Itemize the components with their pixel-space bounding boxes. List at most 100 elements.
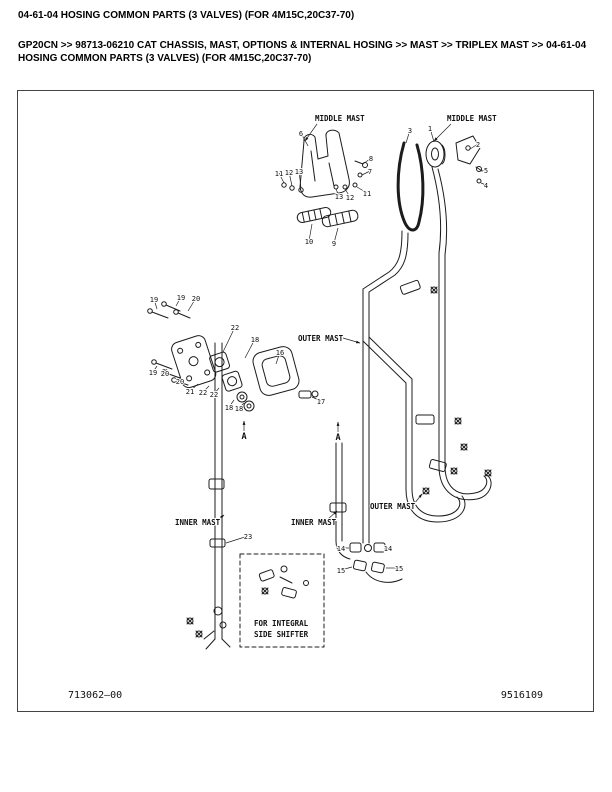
fastener-glyph	[422, 286, 492, 495]
middle-mast-bracket-art	[281, 129, 368, 198]
catalog-page-number: 9516109	[500, 690, 543, 701]
callout-number: 2	[476, 141, 480, 149]
callout-leader	[187, 297, 197, 312]
callout-leader	[335, 188, 340, 197]
callout-leader	[152, 365, 158, 373]
hose-runs-art	[362, 166, 492, 544]
callout-number: 16	[276, 349, 284, 357]
callout-leader	[300, 132, 309, 147]
callout-leader	[225, 535, 249, 544]
callout-leader	[222, 326, 236, 353]
callout-number: 14	[384, 545, 392, 553]
mast-label: FOR INTEGRAL	[254, 619, 309, 628]
mast-label: INNER MAST	[175, 518, 221, 527]
callout-number: 20	[176, 378, 184, 386]
callout-number: 10	[305, 238, 313, 246]
hose-sleeves-art	[296, 207, 359, 228]
callout-number: 4	[484, 182, 488, 190]
callout-number: 22	[199, 389, 207, 397]
callout-number: 9	[332, 240, 336, 248]
diagram-text: MIDDLE MAST MIDDLE MAST OUTER MAST OUTER MA…	[148, 113, 498, 640]
callout-number: 1	[428, 125, 432, 133]
diagram-artwork	[147, 129, 492, 650]
callout-leader	[244, 338, 256, 359]
mast-label: INNER MAST	[291, 518, 337, 527]
callout-number: 18	[225, 404, 233, 412]
callout-leader	[308, 223, 313, 242]
callout-leader	[202, 385, 210, 393]
view-marker: A	[241, 432, 246, 442]
callout-number: 23	[244, 533, 252, 541]
callout-number: 12	[285, 169, 293, 177]
callout-number: 22	[210, 391, 218, 399]
callout-number: 8	[369, 155, 373, 163]
callout-number: 19	[150, 296, 158, 304]
label-arrow	[433, 123, 452, 142]
callout-leader	[275, 351, 281, 365]
label-arrow	[342, 337, 361, 344]
callout-leader	[356, 186, 368, 194]
callout-number: 19	[177, 294, 185, 302]
callout-number: 15	[337, 567, 345, 575]
callout-number: 15	[395, 565, 403, 573]
callout-number: 20	[192, 295, 200, 303]
callout-leader	[333, 227, 339, 244]
callout-number: 13	[335, 193, 343, 201]
callout-leader	[238, 402, 245, 409]
inner-mast-right-art	[329, 442, 403, 583]
callout-number: 12	[346, 194, 354, 202]
callout-number: 5	[484, 167, 488, 175]
callout-leader	[469, 143, 479, 150]
callout-number: 20	[161, 370, 169, 378]
mast-label: MIDDLE MAST	[315, 114, 365, 123]
callout-number: 17	[317, 398, 325, 406]
callout-number: 3	[408, 127, 412, 135]
label-arrow	[327, 510, 338, 520]
callout-leader	[189, 383, 199, 392]
page-title: 04-61-04 HOSING COMMON PARTS (3 VALVES) …	[18, 10, 355, 21]
callout-number: 11	[363, 190, 371, 198]
mast-label: SIDE SHIFTER	[254, 630, 309, 639]
callout-number: 6	[299, 130, 303, 138]
label-arrow	[217, 514, 225, 521]
callout-leader	[344, 188, 351, 198]
callout-leader	[213, 387, 220, 395]
callout-number: 19	[149, 369, 157, 377]
callout-leader	[480, 182, 487, 186]
callout-number: 7	[368, 168, 372, 176]
mount-plate-art	[147, 301, 319, 412]
label-arrow	[304, 123, 318, 142]
callout-number: 18	[251, 336, 259, 344]
label-arrow	[413, 493, 423, 505]
callout-leader	[481, 169, 487, 172]
callout-leader	[311, 396, 322, 402]
callout-leader	[175, 296, 182, 307]
callout-number: 21	[186, 388, 194, 396]
callout-number: 18	[235, 405, 243, 413]
callout-leader	[228, 399, 235, 408]
callout-number: 11	[275, 170, 283, 178]
callout-leader	[340, 566, 353, 571]
mast-label: MIDDLE MAST	[447, 114, 497, 123]
callout-leader	[362, 157, 372, 165]
callout-number: 22	[231, 324, 239, 332]
callout-leader	[361, 170, 371, 176]
callout-number: 14	[337, 545, 345, 553]
breadcrumb: GP20CN >> 98713-06210 CAT CHASSIS, MAST,…	[18, 40, 587, 64]
diagram-frame: MIDDLE MAST MIDDLE MAST OUTER MAST OUTER MA…	[17, 90, 594, 712]
side-shifter-box-art	[239, 553, 325, 648]
callout-leader	[405, 129, 411, 144]
callout-number: 13	[295, 168, 303, 176]
mast-label: OUTER MAST	[370, 502, 416, 511]
callout-leader	[164, 368, 168, 374]
callout-leader	[429, 127, 435, 143]
mast-label: OUTER MAST	[298, 334, 344, 343]
drawing-number: 713062—00	[68, 690, 123, 701]
callout-leader	[298, 170, 302, 189]
callout-leader	[278, 172, 285, 184]
parts-diagram: MIDDLE MAST MIDDLE MAST OUTER MAST OUTER MA…	[147, 113, 498, 650]
callout-leader	[153, 298, 158, 310]
callout-leader	[288, 171, 293, 187]
view-marker: A	[335, 433, 340, 443]
